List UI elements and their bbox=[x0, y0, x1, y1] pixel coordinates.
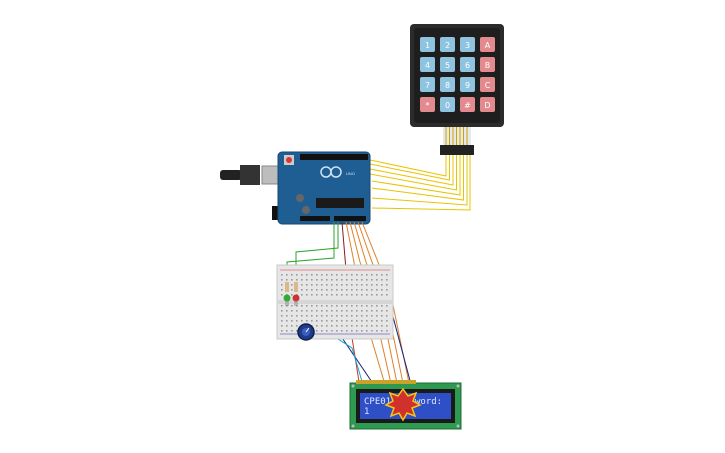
keypad-key-label: 9 bbox=[465, 81, 470, 90]
led-green-bulb bbox=[283, 294, 291, 302]
lcd-pin-header bbox=[356, 380, 416, 384]
arduino-label: UNO bbox=[346, 171, 355, 176]
keypad-key-9[interactable] bbox=[460, 77, 475, 92]
keypad-key-2[interactable] bbox=[440, 37, 455, 52]
keypad-key-8[interactable] bbox=[440, 77, 455, 92]
keypad-key-label: 0 bbox=[445, 101, 450, 110]
keypad-key-label: 7 bbox=[425, 81, 430, 90]
keypad-key-label: B bbox=[485, 61, 491, 70]
power-header bbox=[300, 216, 330, 221]
keypad[interactable]: 1 2 3 A 4 5 6 B 7 8 9 C * 0 # D bbox=[410, 24, 504, 155]
error-burst-icon bbox=[384, 387, 422, 422]
led-red[interactable] bbox=[292, 294, 300, 307]
keypad-key-B[interactable] bbox=[480, 57, 495, 72]
lcd-line1-suffix: word: bbox=[415, 397, 442, 407]
keypad-key-4[interactable] bbox=[420, 57, 435, 72]
keypad-key-D[interactable] bbox=[480, 97, 495, 112]
arduino-logo-icon-2 bbox=[330, 166, 342, 178]
atmega-chip bbox=[316, 198, 364, 208]
capacitor-2 bbox=[302, 206, 310, 214]
keypad-wires bbox=[340, 155, 471, 211]
keypad-key-label: A bbox=[485, 41, 491, 50]
keypad-key-label: D bbox=[484, 101, 490, 110]
keypad-key-label: C bbox=[485, 81, 491, 90]
keypad-key-5[interactable] bbox=[440, 57, 455, 72]
digital-header bbox=[300, 154, 368, 160]
keypad-ribbon-lines bbox=[445, 127, 468, 145]
analog-header bbox=[334, 216, 366, 221]
breadboard[interactable] bbox=[276, 264, 394, 340]
led-green[interactable] bbox=[283, 294, 291, 307]
keypad-key-#[interactable] bbox=[460, 97, 475, 112]
keypad-connector bbox=[440, 145, 474, 155]
usb-cable bbox=[240, 165, 260, 185]
usb-plug bbox=[220, 170, 242, 180]
keypad-key-label: # bbox=[464, 101, 471, 110]
keypad-key-3[interactable] bbox=[460, 37, 475, 52]
keypad-key-7[interactable] bbox=[420, 77, 435, 92]
keypad-key-A[interactable] bbox=[480, 37, 495, 52]
keypad-key-label: * bbox=[426, 101, 430, 110]
led-red-bulb bbox=[292, 294, 300, 302]
reset-button-cap bbox=[286, 157, 292, 163]
keypad-key-label: 8 bbox=[445, 81, 450, 90]
keypad-keys: 1 2 3 A 4 5 6 B 7 8 9 C * 0 # D bbox=[420, 37, 495, 112]
keypad-key-label: 2 bbox=[445, 41, 450, 50]
keypad-key-6[interactable] bbox=[460, 57, 475, 72]
potentiometer[interactable] bbox=[297, 323, 315, 341]
keypad-key-label: 5 bbox=[445, 61, 450, 70]
keypad-key-label: 3 bbox=[465, 41, 470, 50]
lcd-line1: CPE01 bbox=[364, 397, 391, 407]
keypad-key-C[interactable] bbox=[480, 77, 495, 92]
keypad-key-0[interactable] bbox=[440, 97, 455, 112]
capacitor bbox=[296, 194, 304, 202]
keypad-key-label: 1 bbox=[425, 41, 430, 50]
lcd-line2: 1 bbox=[364, 407, 369, 417]
keypad-key-label: 4 bbox=[425, 61, 430, 70]
keypad-key-*[interactable] bbox=[420, 97, 435, 112]
resistors bbox=[285, 282, 298, 292]
keypad-key-1[interactable] bbox=[420, 37, 435, 52]
keypad-key-label: 6 bbox=[465, 61, 470, 70]
arduino-board[interactable]: UNO bbox=[220, 151, 371, 225]
